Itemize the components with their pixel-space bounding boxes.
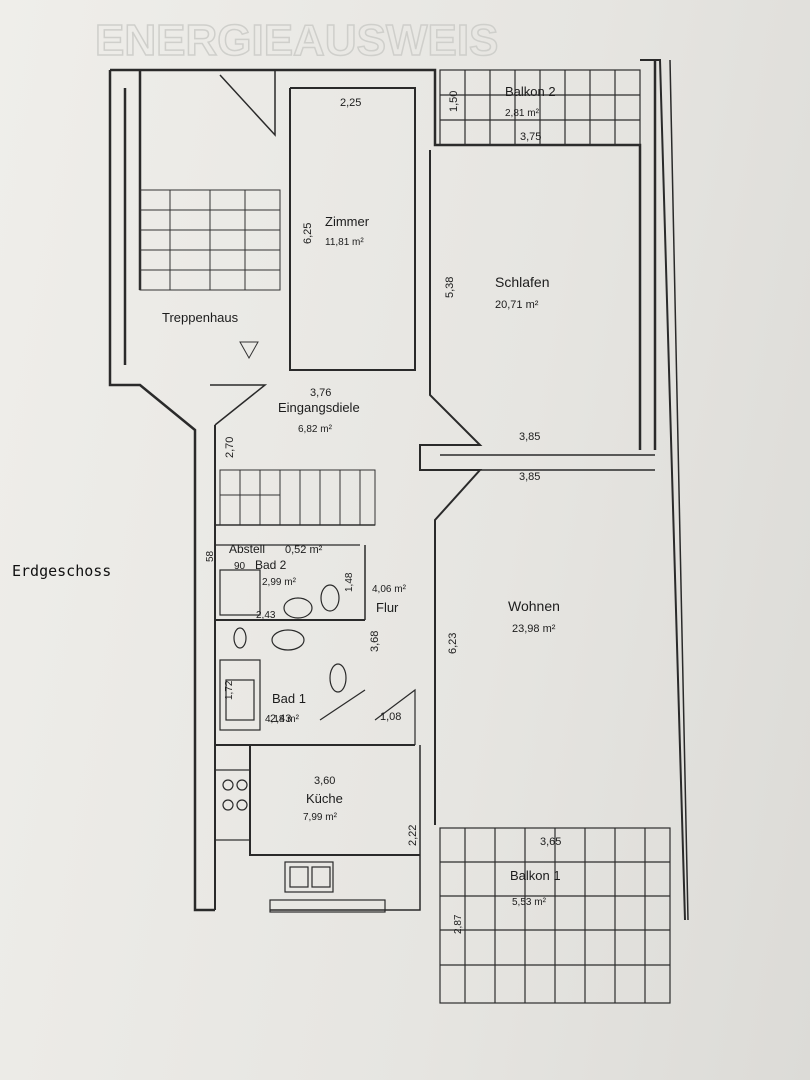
floor-label: Erdgeschoss [12,562,112,580]
dimension-label: 3,85 [519,471,540,483]
dimension-label: 1,08 [380,711,401,723]
room-area: 5,53 m² [512,897,547,908]
dimension-label: 6,25 [302,223,314,244]
dimension-label: 1,72 [224,680,235,700]
staircase-left [139,189,281,360]
room-name: Zimmer [325,214,370,229]
room-name: Abstell [229,542,265,556]
dimension-label: 3,85 [519,431,540,443]
dimension-label: 2,43 [270,713,291,725]
dimension-label: 58 [205,550,216,562]
room-labels: Balkon 2 2,81 m² Zimmer 11,81 m² Schlafe… [162,84,561,908]
dimension-label: 2,43 [256,610,276,621]
room-name: Eingangsdiele [278,400,360,415]
room-area: 4,18 m² [265,714,300,725]
room-name: Bad 1 [272,691,306,706]
room-name: Bad 2 [255,558,287,572]
dimension-label: 1,50 [448,91,460,112]
room-area: 4,06 m² [372,584,407,595]
dimension-label: 3,68 [369,631,381,652]
faint-header-text: ENERGIEAUSWEIS [95,16,498,65]
dimension-label: 3,60 [314,775,335,787]
dimension-label: 3,75 [520,131,541,143]
room-area: 0,52 m² [285,544,323,556]
room-name: Wohnen [508,598,560,614]
staircase-inner [219,469,376,526]
dimension-label: 2,70 [224,437,236,458]
balcony-2-grid [439,69,641,146]
room-name: Treppenhaus [162,310,239,325]
dimension-labels: 2,25 1,50 3,75 6,25 5,38 3,76 2,70 3,85 … [205,91,561,934]
dimension-label: 2,25 [340,97,361,109]
room-name: Flur [376,600,399,615]
dimension-label: 1,48 [344,572,355,592]
room-name: Balkon 2 [505,84,556,99]
room-area: 20,71 m² [495,299,539,311]
dimension-label: 2,87 [453,914,464,934]
room-area: 2,81 m² [505,108,540,119]
dimension-label: 6,23 [447,633,459,654]
dimension-label: 2,22 [407,825,419,846]
dimension-label: 3,76 [310,387,331,399]
room-name: Schlafen [495,274,549,290]
walls [108,59,689,921]
room-area: 11,81 m² [325,237,364,248]
room-area: 23,98 m² [512,623,556,635]
balcony-1-grid [439,827,671,1004]
dimension-label: 90 [234,561,246,572]
dimension-label: 3,65 [540,836,561,848]
room-area: 2,99 m² [262,577,297,588]
dimension-label: 5,38 [444,277,456,298]
room-area: 7,99 m² [303,812,338,823]
fixtures [214,569,386,913]
room-area: 6,82 m² [298,424,333,435]
room-name: Balkon 1 [510,868,561,883]
room-name: Küche [306,791,343,806]
